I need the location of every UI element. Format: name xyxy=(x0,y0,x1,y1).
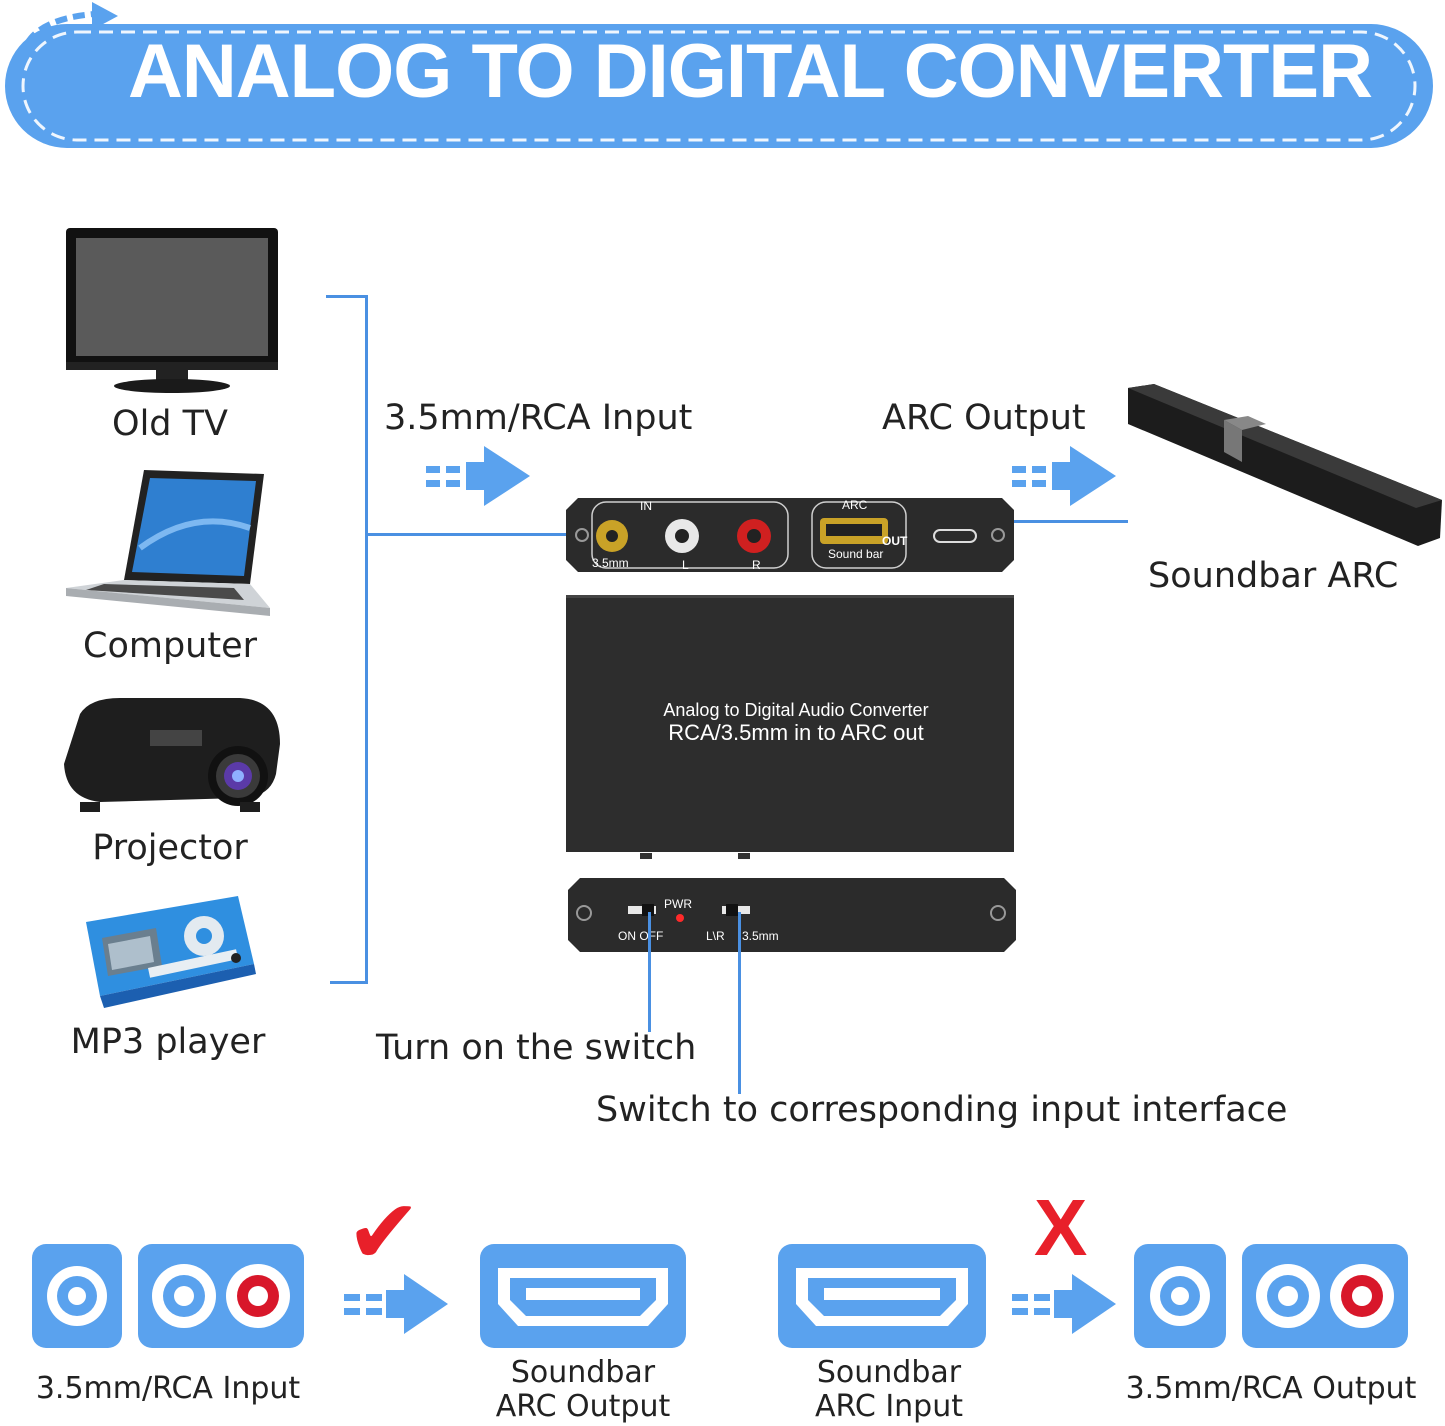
bottom-invalid-from-line2: ARC Input xyxy=(814,1389,964,1424)
port-out-label: OUT xyxy=(882,534,908,548)
callout-line-input xyxy=(738,912,741,1094)
tv-icon xyxy=(66,228,278,393)
port-r-label: R xyxy=(752,558,761,572)
bracket-vertical xyxy=(365,295,368,984)
jack-35mm-icon xyxy=(1150,1266,1210,1326)
port-l-label: L xyxy=(682,558,689,572)
converter-switch-panel xyxy=(568,878,1016,952)
input-flow-label: 3.5mm/RCA Input xyxy=(384,398,693,438)
bottom-valid-to-line1: Soundbar xyxy=(510,1355,656,1390)
jack-rca-tile xyxy=(138,1244,304,1348)
input-connector-line xyxy=(368,533,588,536)
rca-jacks-icon xyxy=(1256,1264,1394,1328)
curved-arrow-icon xyxy=(19,2,118,61)
projector-icon xyxy=(64,698,280,812)
port-soundbar-label: Sound bar xyxy=(828,547,884,561)
bracket-top xyxy=(326,295,368,298)
source-label-tv: Old TV xyxy=(112,404,228,444)
title-banner xyxy=(5,24,1433,148)
source-label-computer: Computer xyxy=(83,626,257,666)
soundbar-icon xyxy=(1128,384,1442,546)
callout-switch-input: Switch to corresponding input interface xyxy=(596,1090,1288,1130)
device-caption-line1: Analog to Digital Audio Converter xyxy=(663,700,929,720)
device-caption-line2: RCA/3.5mm in to ARC out xyxy=(668,720,924,745)
callout-turn-on: Turn on the switch xyxy=(376,1028,697,1068)
laptop-icon xyxy=(66,470,270,616)
jack-35mm-tile xyxy=(32,1244,122,1348)
hdmi-arc-input-tile xyxy=(778,1244,986,1348)
source-label-mp3: MP3 player xyxy=(70,1022,266,1062)
hdmi-port-icon xyxy=(498,1268,668,1326)
converter-port-panel xyxy=(566,498,1014,572)
banner-decoration xyxy=(21,30,1417,142)
bottom-invalid-to-label: 3.5mm/RCA Output xyxy=(1125,1371,1417,1406)
invalid-arrow-icon xyxy=(1012,1274,1116,1334)
output-connector-line xyxy=(906,520,1128,523)
bottom-invalid-from-line1: Soundbar xyxy=(816,1355,962,1390)
bottom-valid-from-label: 3.5mm/RCA Input xyxy=(35,1371,301,1406)
cross-mark-icon: X xyxy=(1034,1183,1088,1272)
source-label-projector: Projector xyxy=(92,828,248,868)
device-foot xyxy=(640,853,652,859)
mm-switch-label: 3.5mm xyxy=(742,929,779,943)
bottom-valid-to-line2: ARC Output xyxy=(495,1389,671,1424)
port-arc-label: ARC xyxy=(842,498,868,512)
valid-arrow-icon xyxy=(344,1274,448,1334)
soundbar-label: Soundbar ARC xyxy=(1148,556,1399,596)
jack-rca-tile xyxy=(1242,1244,1408,1348)
converter-top-panel xyxy=(566,595,1014,852)
bracket-bottom xyxy=(330,981,368,984)
port-in-label: IN xyxy=(640,499,652,513)
page-title: ANALOG TO DIGITAL CONVERTER xyxy=(128,29,1373,114)
port-35mm-label: 3.5mm xyxy=(592,556,629,570)
lr-label: L\R xyxy=(706,929,725,943)
output-arrow-icon xyxy=(1012,446,1116,506)
hdmi-arc-output-tile xyxy=(480,1244,686,1348)
rca-jacks-icon xyxy=(152,1264,290,1328)
jack-35mm-tile xyxy=(1134,1244,1226,1348)
check-mark-icon: ✔ xyxy=(346,1180,422,1285)
output-flow-label: ARC Output xyxy=(882,398,1086,438)
hdmi-port-icon xyxy=(796,1268,968,1326)
mp3-player-icon xyxy=(86,896,256,1008)
pwr-label: PWR xyxy=(664,897,692,911)
callout-line-power xyxy=(648,912,651,1032)
input-arrow-icon xyxy=(426,446,530,506)
device-foot xyxy=(738,853,750,859)
on-off-label: ON OFF xyxy=(618,929,664,943)
jack-35mm-icon xyxy=(47,1266,107,1326)
